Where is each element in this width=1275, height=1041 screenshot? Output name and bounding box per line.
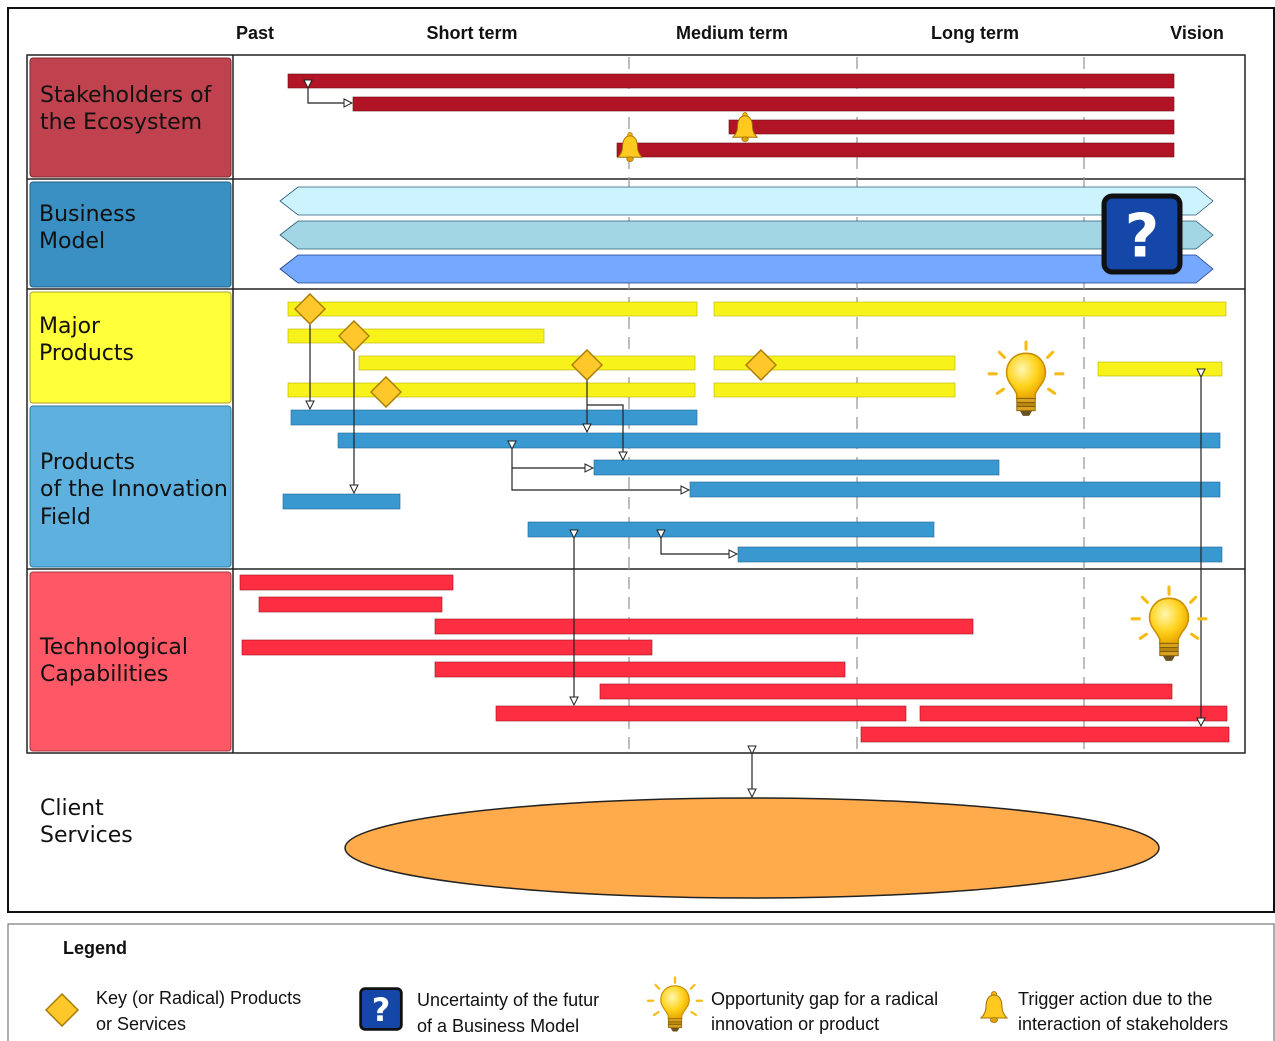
tech-bar — [860, 726, 1230, 743]
product-bar — [287, 301, 698, 317]
question-box-icon — [359, 987, 403, 1031]
tech-bar — [434, 618, 974, 635]
product-bar — [1097, 361, 1223, 377]
legend-box — [7, 923, 1275, 1041]
legend-opportunity-line1: Opportunity gap for a radical — [711, 989, 938, 1009]
innovation-bar — [737, 546, 1223, 563]
innovation-bar — [689, 481, 1221, 498]
column-long-term: Long term — [931, 23, 1019, 43]
lane-stakeholders — [29, 57, 232, 178]
tech-bar — [495, 705, 907, 722]
legend-title: Legend — [63, 938, 127, 958]
lane-major-products — [29, 291, 232, 404]
bm-band-2 — [279, 220, 1214, 250]
client-services-ellipse — [344, 797, 1160, 899]
innovation-bar — [593, 459, 1000, 476]
legend-uncertainty-line2: of a Business Model — [417, 1016, 579, 1036]
legend-trigger-line2: interaction of stakeholders — [1018, 1014, 1228, 1034]
stakeholder-bar — [287, 73, 1175, 89]
lane-label-stakeholders-2: the Ecosystem — [40, 110, 202, 135]
innovation-bar — [337, 432, 1221, 449]
innovation-bar — [527, 521, 935, 538]
column-medium-term: Medium term — [676, 23, 788, 43]
lane-label-innovation-3: Field — [40, 505, 91, 530]
question-box-icon — [1104, 196, 1180, 272]
lane-label-products-1: Major — [39, 314, 101, 339]
product-bar — [713, 301, 1227, 317]
tech-bar — [599, 683, 1173, 700]
stakeholder-bar — [616, 142, 1175, 158]
legend-key-products-line1: Key (or Radical) Products — [96, 988, 301, 1008]
roadmap-frame — [7, 7, 1275, 913]
lane-label-stakeholders-1: Stakeholders of — [40, 83, 213, 108]
connectors — [308, 88, 1201, 797]
tech-bar — [239, 574, 454, 591]
lane-label-products-2: Products — [39, 341, 134, 366]
innovation-bar — [282, 493, 401, 510]
product-bar — [358, 355, 696, 371]
lane-label-business-2: Model — [39, 229, 105, 254]
stakeholder-bar — [728, 119, 1175, 135]
stakeholder-bars — [287, 73, 1175, 158]
lane-label-innovation-2: of the Innovation — [40, 477, 228, 502]
tech-bar — [258, 596, 443, 613]
tech-bar — [919, 705, 1228, 722]
time-dividers — [628, 57, 1085, 751]
lane-label-innovation-1: Products — [40, 450, 135, 475]
legend-trigger-line1: Trigger action due to the — [1018, 989, 1212, 1009]
product-bar — [713, 382, 956, 398]
lane-label-business-1: Business — [39, 202, 136, 227]
product-bar — [287, 382, 696, 398]
lane-label-client-2: Services — [40, 823, 133, 848]
tech-bar — [434, 661, 846, 678]
lane-innovation-products — [29, 405, 232, 568]
innovation-bar — [290, 409, 698, 426]
stakeholder-bar — [352, 96, 1175, 112]
lane-tech-capabilities — [29, 571, 232, 752]
legend-opportunity-line2: innovation or product — [711, 1014, 879, 1034]
column-past: Past — [236, 23, 274, 43]
lane-label-tech-2: Capabilities — [40, 662, 168, 687]
lane-label-client-1: Client — [40, 796, 104, 821]
legend-key-products-line2: or Services — [96, 1014, 186, 1034]
column-short-term: Short term — [426, 23, 517, 43]
bm-band-3 — [279, 254, 1214, 284]
tech-bar — [241, 639, 653, 656]
legend-uncertainty-line1: Uncertainty of the futur — [417, 990, 599, 1010]
bm-band-1 — [279, 186, 1214, 216]
column-vision: Vision — [1170, 23, 1224, 43]
lane-label-tech-1: Technological — [39, 635, 188, 660]
tech-capability-bars — [239, 574, 1230, 743]
lane-business-model — [29, 181, 232, 288]
product-bar — [287, 328, 545, 344]
